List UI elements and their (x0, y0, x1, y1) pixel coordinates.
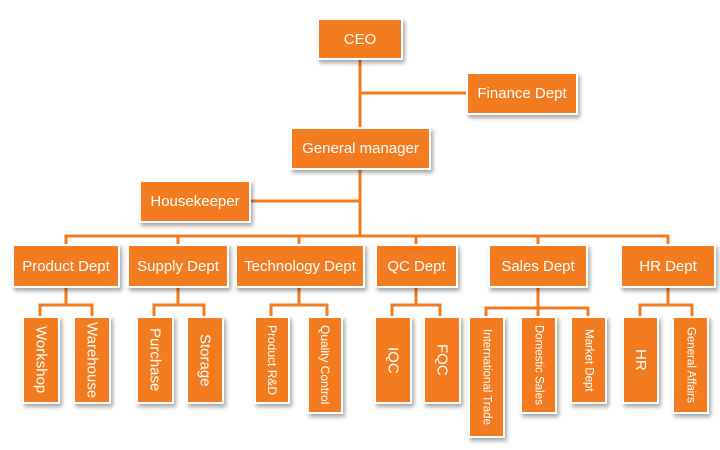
iqc-box: IQC (374, 316, 412, 404)
product-dept-box: Product Dept (12, 244, 120, 288)
international-trade-box: International Trade (468, 316, 505, 438)
warehouse-box: Warehouse (73, 316, 111, 404)
hr-dept-box: HR Dept (620, 244, 716, 288)
product-rd-box: Product R&D (254, 316, 290, 404)
housekeeper-box: Housekeeper (139, 180, 251, 223)
market-dept-box: Market Dept (570, 316, 607, 404)
purchase-box: Purchase (136, 316, 174, 404)
hr-box: HR (622, 316, 659, 404)
quality-control-box: Quality Control (307, 316, 343, 414)
sales-dept-box: Sales Dept (488, 244, 588, 288)
domestic-sales-box: Domestic Sales (520, 316, 557, 414)
general-affairs-box: General Affairs (672, 316, 709, 414)
general-manager-box: General manager (290, 127, 431, 170)
technology-dept-box: Technology Dept (235, 244, 365, 288)
qc-dept-box: QC Dept (375, 244, 458, 288)
storage-box: Storage (186, 316, 224, 404)
finance-dept-box: Finance Dept (466, 72, 578, 115)
ceo-box: CEO (317, 18, 403, 60)
supply-dept-box: Supply Dept (127, 244, 229, 288)
fqc-box: FQC (423, 316, 461, 404)
workshop-box: Workshop (22, 316, 60, 404)
